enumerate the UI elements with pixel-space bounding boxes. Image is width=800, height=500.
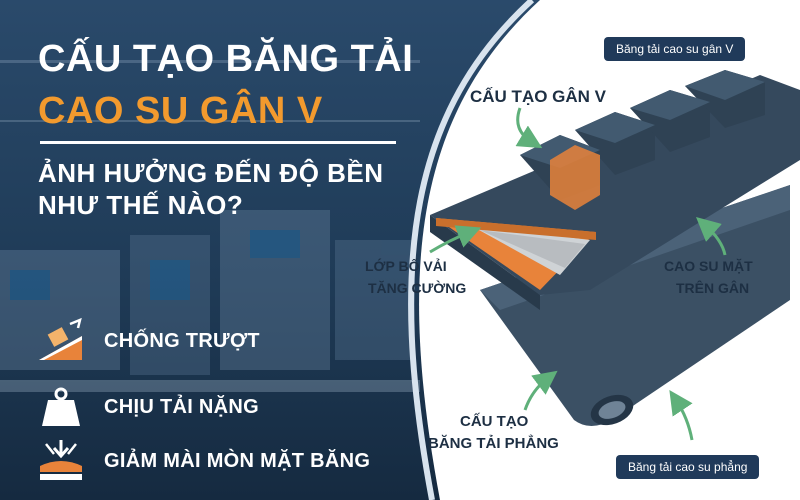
title-divider <box>40 141 396 144</box>
subtitle-line-2: NHƯ THẾ NÀO? <box>38 190 244 220</box>
panel-edge <box>408 0 535 500</box>
label-flat-line-1: CẤU TẠO <box>460 413 529 430</box>
badge-v-belt: Băng tải cao su gân V <box>604 37 746 61</box>
abrasion-icon <box>40 440 82 480</box>
feature-label: CHỐNG TRƯỢT <box>104 329 260 352</box>
label-top-rubber-line-1: CAO SU MẶT <box>664 258 753 274</box>
feature-heavy-load: CHỊU TẢI NẶNG <box>36 380 376 434</box>
label-v-structure: CẤU TẠO GÂN V <box>470 87 606 106</box>
badge-flat-belt: Băng tải cao su phẳng <box>616 455 760 479</box>
label-top-rubber-line-2: TRÊN GÂN <box>676 280 750 296</box>
slope-box-icon <box>39 317 82 360</box>
title-line-1: CẤU TẠO BĂNG TẢI <box>38 38 414 80</box>
feature-label: GIẢM MÀI MÒN MẶT BĂNG <box>104 449 371 472</box>
label-fabric-line-1: LỚP BỐ VẢI <box>365 258 447 274</box>
label-fabric-line-2: TĂNG CƯỜNG <box>368 280 467 296</box>
feature-label: CHỊU TẢI NẶNG <box>104 395 260 418</box>
weight-icon <box>42 387 80 426</box>
title-line-2: CAO SU GÂN V <box>38 90 323 132</box>
feature-anti-slip: CHỐNG TRƯỢT <box>36 314 376 368</box>
subtitle-line-1: ẢNH HƯỞNG ĐẾN ĐỘ BỀN <box>38 158 384 188</box>
feature-reduce-wear: GIẢM MÀI MÒN MẶT BĂNG <box>36 434 376 488</box>
label-flat-line-2: BĂNG TẢI PHẲNG <box>428 435 559 452</box>
v-ribbed-belt <box>430 70 800 310</box>
machine-silhouettes <box>0 60 420 392</box>
